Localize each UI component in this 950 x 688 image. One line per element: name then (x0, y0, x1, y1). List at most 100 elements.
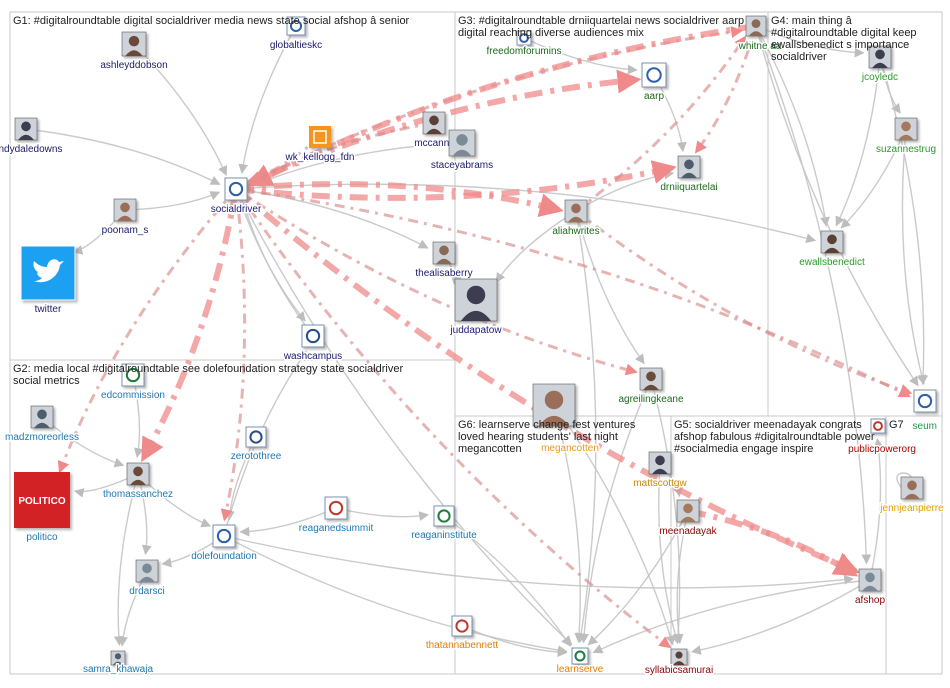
node-label: syllabicsamurai (645, 665, 713, 676)
person-photo-icon (858, 568, 882, 592)
node-afshop[interactable]: afshop (853, 568, 887, 608)
node-reaganedsummit[interactable]: reaganedsummit (297, 496, 375, 536)
node-zerotothree[interactable]: zerotothree (229, 426, 283, 464)
node-reaganinstitute[interactable]: reaganinstitute (410, 505, 479, 543)
node-label: washcampus (283, 351, 342, 362)
node-poonam_s[interactable]: poonam_s (100, 198, 150, 238)
node-drdarsci[interactable]: drdarsci (128, 559, 166, 599)
edge-aliahwrites-to-agreilingkeane (575, 210, 645, 365)
group-title-g6: G6: learnserve change fest ventures (458, 419, 636, 431)
node-label: seum (913, 421, 937, 432)
node-suzannestrug[interactable]: suzannestrug (874, 117, 938, 157)
node-washcampus[interactable]: washcampus (281, 324, 344, 364)
node-globaltieskc[interactable]: globaltieskc (268, 16, 324, 53)
logo-icon (212, 524, 236, 548)
edge-whitneaa-to-ewallsbenedict (755, 25, 830, 227)
group-title-g3: digital reaching diverse audiences mix (458, 27, 644, 39)
edge-randydaledowns-to-socialdriver (25, 128, 221, 185)
node-aliahwrites[interactable]: aliahwrites (551, 199, 601, 239)
node-socialdriver[interactable]: socialdriver (209, 177, 263, 217)
logo-icon (571, 647, 589, 665)
node-dolefoundation[interactable]: dolefoundation (190, 524, 258, 564)
node-label: wk_kellogg_fdn (285, 152, 355, 163)
person-photo-icon (30, 405, 54, 429)
edge-aliahwrites-to-seum (575, 209, 913, 396)
node-madzmoreorless[interactable]: madzmoreorless (4, 405, 80, 445)
node-twitter[interactable]: twitter (20, 245, 76, 317)
edge-socialdriver-to-seum (235, 187, 911, 398)
edge-socialdriver-to-politico (57, 188, 238, 474)
node-juddapatow[interactable]: juddapatow (448, 278, 504, 338)
node-freedomforumins[interactable]: freedomforumins (485, 30, 563, 59)
logo-icon (913, 389, 937, 413)
node-syllabicsamurai[interactable]: syllabicsamurai (643, 648, 715, 678)
group-title-g5: afshop fabulous #digitalroundtable power (674, 431, 875, 443)
node-label: edcommission (101, 390, 165, 401)
node-label: samra_khawaja (83, 664, 153, 675)
node-thealisaberry[interactable]: thealisaberry (414, 241, 474, 281)
node-mccannjl[interactable]: mccannjl (413, 111, 455, 151)
person-photo-icon (564, 199, 588, 223)
node-label: thomassanchez (103, 489, 173, 500)
node-label: megancotten (541, 443, 599, 454)
logo-icon (516, 30, 532, 46)
node-jcoyledc[interactable]: jcoyledc (859, 45, 900, 85)
node-ewallsbenedict[interactable]: ewallsbenedict (798, 230, 867, 270)
node-label: staceyabrams (431, 160, 493, 171)
node-publicpowerorg[interactable]: publicpowerorg (847, 418, 918, 457)
edge-aliahwrites-to-juddapatow (495, 210, 577, 283)
node-ashleyddobson[interactable]: ashleyddobson (99, 31, 169, 73)
person-photo-icon (422, 111, 446, 135)
node-aarp[interactable]: aarp (641, 62, 667, 104)
edge-meenadayak-to-learnserve (587, 510, 689, 646)
node-label: ashleyddobson (100, 60, 167, 71)
node-thatannabennett[interactable]: thatannabennett (424, 615, 500, 653)
edge-mccannjl-to-socialdriver (250, 121, 435, 185)
edge-freedomforumins-to-aarp (523, 37, 638, 75)
node-randydaledowns[interactable]: randydaledowns (0, 117, 64, 157)
edge-meenadayak-to-afshop (687, 508, 859, 577)
node-edcommission[interactable]: edcommission (100, 363, 166, 403)
node-mattscottgw[interactable]: mattscottgw (632, 451, 689, 491)
node-agreilingkeane[interactable]: agreilingkeane (617, 367, 685, 407)
node-samra_khawaja[interactable]: samra_khawaja (81, 650, 155, 677)
edge-thatannabennett-to-learnserve (461, 625, 568, 658)
edge-agreilingkeane-to-learnserve (579, 378, 652, 644)
edge-globaltieskc-to-socialdriver (238, 25, 297, 175)
twitter-bird-icon (20, 245, 76, 301)
edge-aliahwrites-to-learnserve (575, 210, 597, 643)
logo-icon (870, 418, 886, 434)
node-drniiquartelai[interactable]: drniiquartelai (659, 155, 719, 195)
node-jennjeanpierre[interactable]: jennjeanpierre (878, 476, 946, 516)
node-learnserve[interactable]: learnserve (555, 647, 605, 677)
node-label: aliahwrites (552, 226, 599, 237)
edge-socialdriver-to-ewallsbenedict (235, 183, 817, 243)
person-photo-icon (110, 650, 126, 666)
node-label: thealisaberry (415, 268, 472, 279)
edge-dolefoundation-to-learnserve (223, 535, 568, 656)
logo-icon (433, 505, 455, 527)
node-wk_kellogg_fdn[interactable]: wk_kellogg_fdn (283, 126, 356, 165)
edge-socialdriver-to-aliahwrites (235, 181, 564, 217)
person-photo-icon (745, 15, 767, 37)
node-seum[interactable]: seum (911, 389, 939, 434)
person-photo-icon (868, 45, 892, 69)
person-photo-icon (820, 230, 844, 254)
edge-afshop-to-publicpowerorg (869, 438, 884, 581)
node-meenadayak[interactable]: meenadayak (658, 499, 719, 539)
node-label: publicpowerorg (848, 444, 916, 455)
edge-reaganedsummit-to-reaganinstitute (335, 507, 430, 521)
edge-afshop-to-learnserve (592, 579, 871, 654)
edge-whitneaa-to-jcoyledc (755, 25, 865, 58)
node-whitneaa[interactable]: whitne aa (736, 15, 783, 54)
edge-jcoyledc-to-seum (879, 56, 929, 386)
group-title-g5: #socialmedia engage inspire (674, 443, 813, 455)
node-megancotten[interactable]: megancotten (532, 383, 600, 456)
node-staceyabrams[interactable]: staceyabrams (429, 129, 495, 173)
node-thomassanchez[interactable]: thomassanchez (101, 462, 175, 502)
person-photo-icon (670, 648, 688, 666)
edge-socialdriver-to-learnserve (235, 188, 573, 646)
group-title-g5: G5: socialdriver meenadayak congrats (674, 419, 862, 431)
group-title-g6: megancotten (458, 443, 522, 455)
